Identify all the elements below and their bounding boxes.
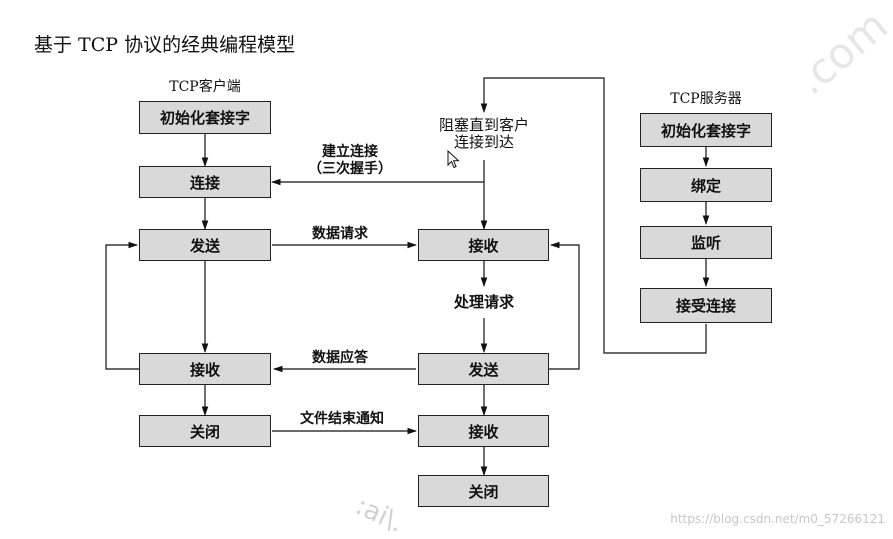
- server-accept-box: 接受连接: [640, 288, 772, 323]
- client-init-box: 初始化套接字: [139, 101, 271, 134]
- server-recv-box: 接收: [418, 229, 549, 261]
- block-label-line2: 连接到达: [453, 133, 515, 151]
- server-recv2-box: 接收: [418, 415, 549, 447]
- client-send-box: 发送: [139, 229, 271, 261]
- server-title: TCP服务器: [670, 91, 742, 107]
- server-bind-box: 绑定: [640, 168, 772, 202]
- watermark-url: https://blog.csdn.net/m0_57266121: [670, 512, 885, 526]
- arrow-accept-loop: [480, 77, 707, 354]
- client-close-box: 关闭: [139, 415, 271, 447]
- server-send-box: 发送: [418, 353, 549, 385]
- server-close-box: 关闭: [418, 475, 549, 507]
- file-end-label: 文件结束通知: [300, 411, 384, 427]
- mouse-cursor-icon: [447, 150, 460, 169]
- handshake-label: 建立连接 （三次握手）: [308, 144, 392, 178]
- arrow-client-loop: [105, 241, 139, 370]
- block-label-line1: 阻塞直到客户: [438, 116, 530, 134]
- client-connect-box: 连接: [139, 166, 271, 198]
- client-recv-box: 接收: [139, 353, 271, 385]
- process-request-label: 处理请求: [453, 293, 515, 311]
- handshake-label-line2: （三次握手）: [308, 161, 392, 177]
- handshake-label-line1: 建立连接: [322, 144, 378, 160]
- page-title: 基于 TCP 协议的经典编程模型: [34, 34, 296, 56]
- server-init-box: 初始化套接字: [640, 113, 772, 147]
- block-label: 阻塞直到客户 连接到达: [439, 117, 529, 151]
- data-response-label: 数据应答: [312, 350, 368, 366]
- client-title: TCP客户端: [169, 79, 241, 95]
- arrow-server-loop: [549, 241, 580, 370]
- data-request-label: 数据请求: [312, 226, 368, 242]
- server-listen-box: 监听: [640, 226, 772, 259]
